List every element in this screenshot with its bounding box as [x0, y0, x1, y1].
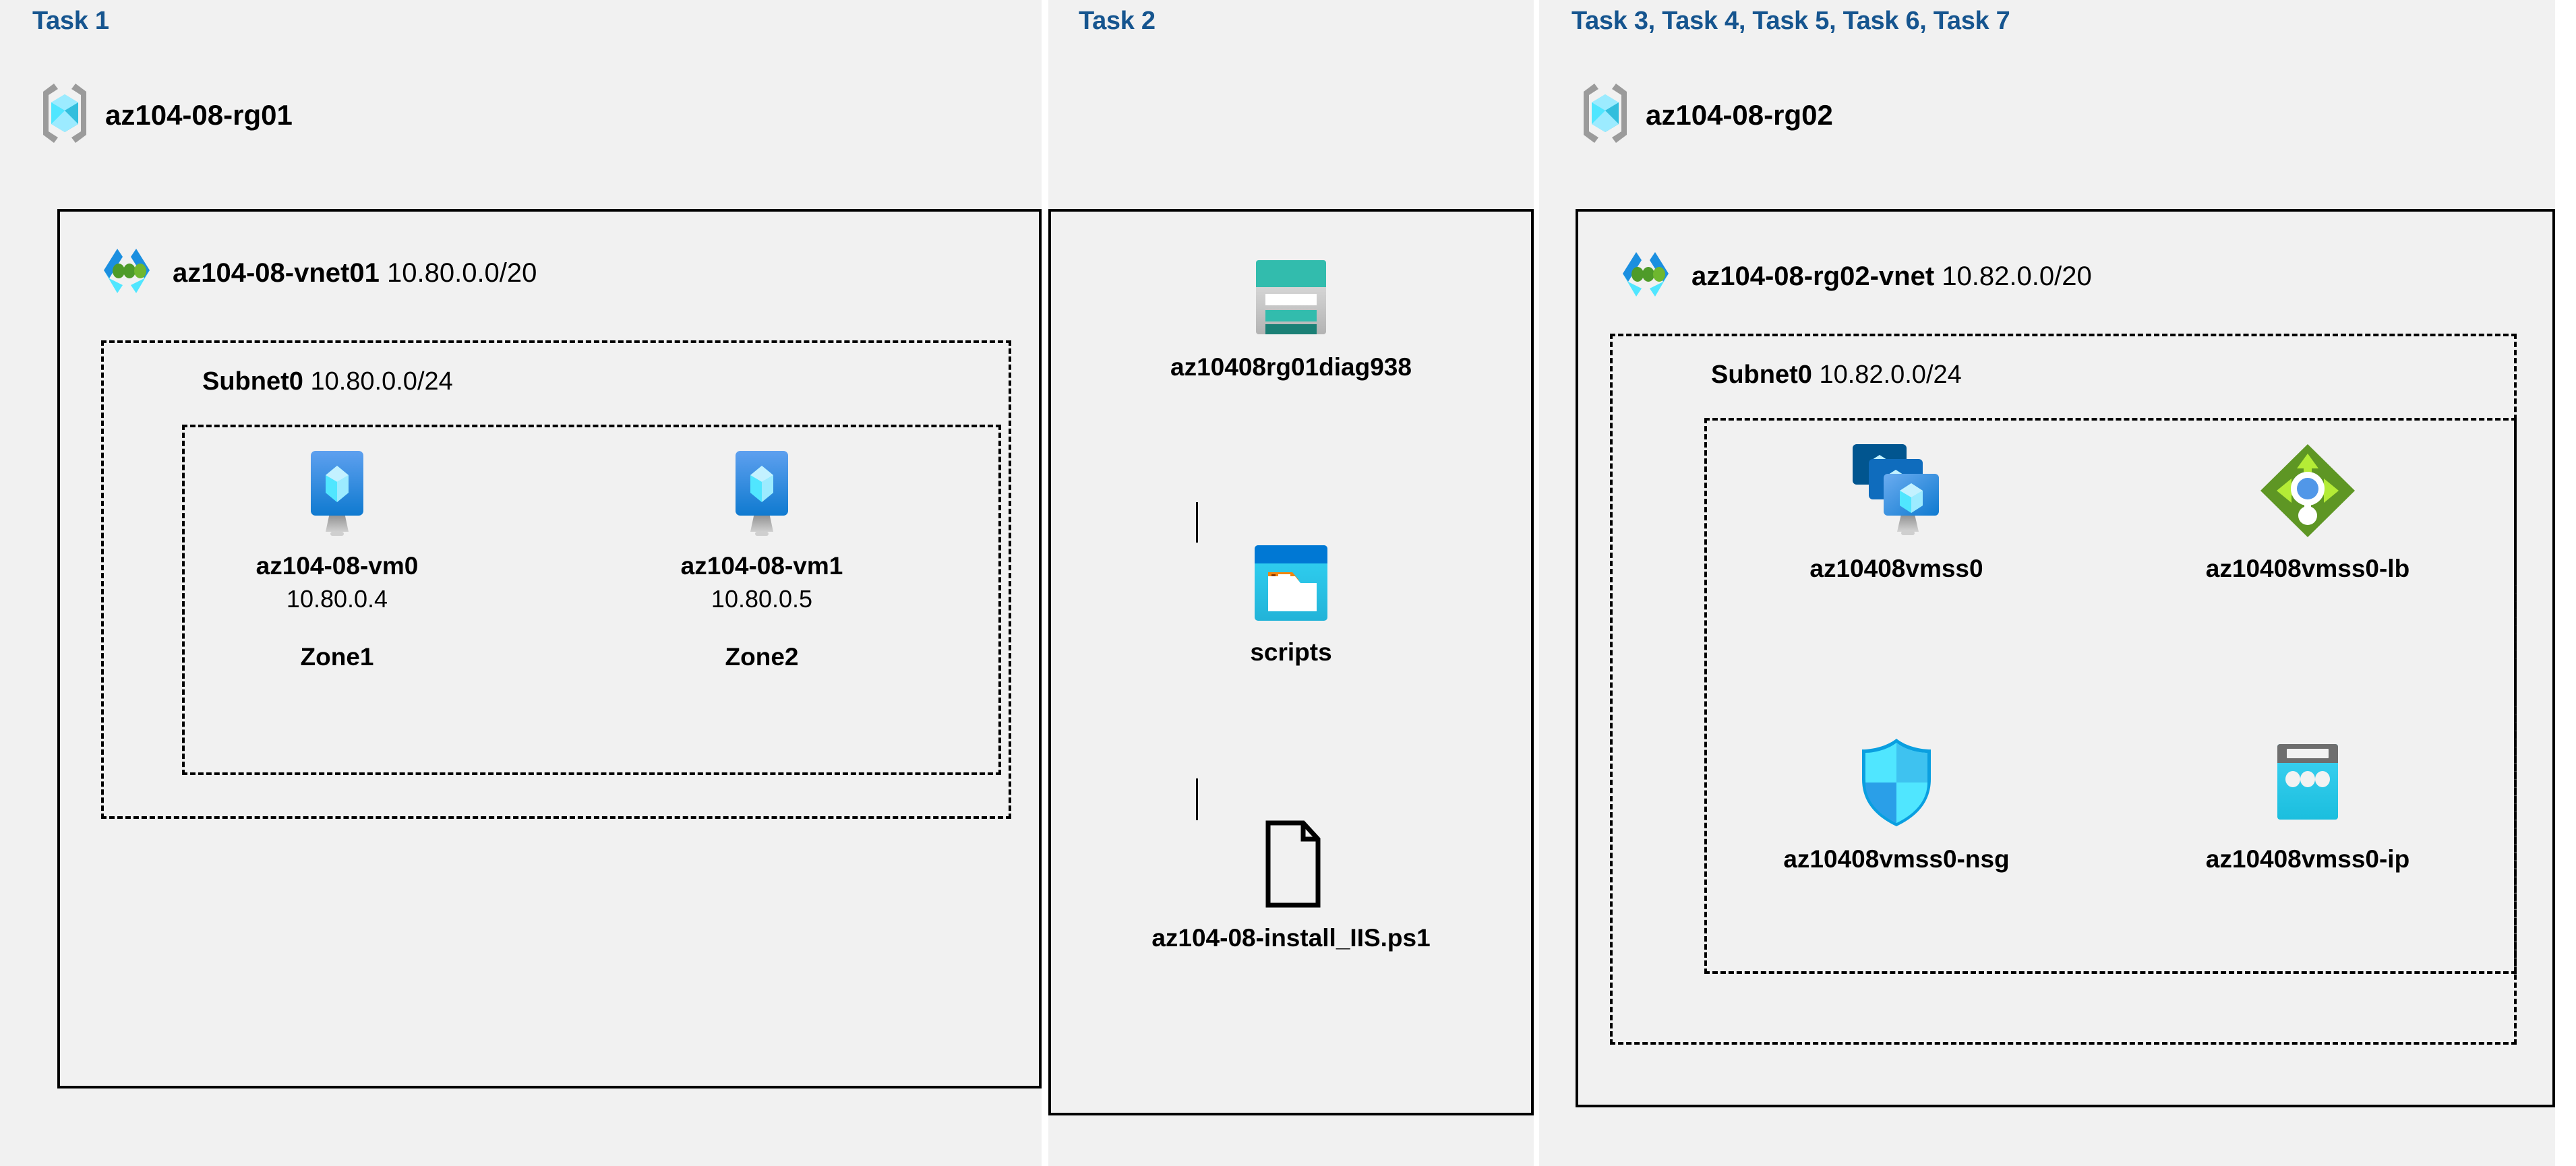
resource-group-header-rg01: az104-08-rg01	[39, 81, 293, 149]
public-ip-address-icon	[2265, 735, 2350, 834]
storage-account-icon	[1251, 256, 1331, 342]
vnet-name-vnet01: az104-08-vnet01	[173, 258, 380, 288]
vm-scale-set-icon	[1839, 441, 1954, 543]
vnet-header-vnet01: az104-08-vnet01 10.80.0.0/20	[94, 239, 537, 307]
resource-node-vm0: az104-08-vm0 10.80.0.4 Zone1	[256, 448, 418, 671]
vnet-boundary-rg02-vnet	[1576, 209, 2555, 1107]
vnet-cidr-vnet01: 10.80.0.0/20	[386, 258, 537, 288]
nsg-name: az10408vmss0-nsg	[1783, 845, 2010, 873]
availability-zone-boundary-rg01	[182, 425, 1001, 775]
resource-group-icon	[1580, 81, 1631, 149]
subnet-boundary-subnet0-rg01	[101, 340, 1011, 819]
resource-node-storage-account: az10408rg01diag938	[1163, 256, 1419, 382]
resource-group-icon	[39, 81, 90, 149]
vm1-zone: Zone2	[725, 643, 799, 671]
subnet-cidr-rg01: 10.80.0.0/24	[310, 367, 453, 396]
panel-task-3-to-7: Task 3, Task 4, Task 5, Task 6, Task 7 a…	[1539, 0, 2555, 1166]
vnet-boundary-vnet01	[57, 209, 1042, 1088]
resource-node-script-file: az104-08-install_IIS.ps1	[1151, 819, 1431, 953]
vnet-header-rg02: az104-08-rg02-vnet 10.82.0.0/20	[1613, 243, 2092, 311]
resource-node-vmss: az10408vmss0	[1762, 441, 2031, 584]
virtual-machine-icon	[725, 448, 799, 541]
virtual-network-icon	[94, 239, 159, 307]
subnet-cidr-rg02: 10.82.0.0/24	[1819, 361, 1962, 389]
resource-group-name-rg02: az104-08-rg02	[1646, 98, 1833, 131]
load-balancer-name: az10408vmss0-lb	[2205, 555, 2410, 582]
task2-boundary	[1048, 209, 1534, 1115]
resource-node-load-balancer: az10408vmss0-lb	[2173, 441, 2443, 584]
vnet-name-rg02: az104-08-rg02-vnet	[1691, 262, 1935, 291]
virtual-machine-icon	[300, 448, 374, 541]
resource-node-nsg: az10408vmss0-nsg	[1762, 735, 2031, 874]
network-security-group-icon	[1854, 735, 1939, 834]
subnet-name-rg02: Subnet0	[1711, 361, 1812, 389]
connector-container-to-script	[1196, 778, 1198, 820]
vmss-name: az10408vmss0	[1809, 555, 1983, 582]
panel-task-1: Task 1 az104-08-rg01	[0, 0, 1042, 1166]
vm0-zone: Zone1	[300, 643, 374, 671]
vm1-ip: 10.80.0.5	[711, 584, 813, 613]
panel-task-2: Task 2 az10408rg01diag938	[1048, 0, 1534, 1166]
blob-container-icon	[1251, 543, 1331, 627]
resource-group-header-rg02: az104-08-rg02	[1580, 81, 1833, 149]
vm1-name: az104-08-vm1	[680, 552, 843, 580]
subnet-label-subnet0-rg02: Subnet0 10.82.0.0/24	[1711, 361, 1962, 390]
public-ip-name: az10408vmss0-ip	[2205, 845, 2410, 873]
script-file-icon	[1248, 819, 1334, 913]
storage-account-name: az10408rg01diag938	[1170, 353, 1412, 381]
vnet-label-vnet01: az104-08-vnet01 10.80.0.0/20	[173, 258, 537, 288]
task-title-3-7: Task 3, Task 4, Task 5, Task 6, Task 7	[1571, 7, 2010, 35]
vmss-resources-boundary	[1704, 418, 2517, 974]
resource-node-blob-container: scripts	[1163, 543, 1419, 667]
subnet-name-rg01: Subnet0	[202, 367, 303, 396]
vm0-name: az104-08-vm0	[256, 552, 419, 580]
resource-node-public-ip: az10408vmss0-ip	[2173, 735, 2443, 874]
task-title-2: Task 2	[1079, 7, 1156, 35]
load-balancer-icon	[2258, 441, 2358, 543]
task-title-1: Task 1	[32, 7, 109, 35]
subnet-label-subnet0-rg01: Subnet0 10.80.0.0/24	[202, 367, 453, 396]
vm0-ip: 10.80.0.4	[286, 584, 388, 613]
blob-container-name: scripts	[1250, 638, 1332, 666]
virtual-network-icon	[1613, 243, 1678, 311]
resource-group-name-rg01: az104-08-rg01	[105, 98, 293, 131]
vnet-label-rg02: az104-08-rg02-vnet 10.82.0.0/20	[1691, 262, 2092, 292]
script-file-name: az104-08-install_IIS.ps1	[1151, 924, 1431, 952]
connector-storage-to-container	[1196, 502, 1198, 543]
vnet-cidr-rg02: 10.82.0.0/20	[1942, 262, 2092, 291]
resource-node-vm1: az104-08-vm1 10.80.0.5 Zone2	[681, 448, 843, 671]
